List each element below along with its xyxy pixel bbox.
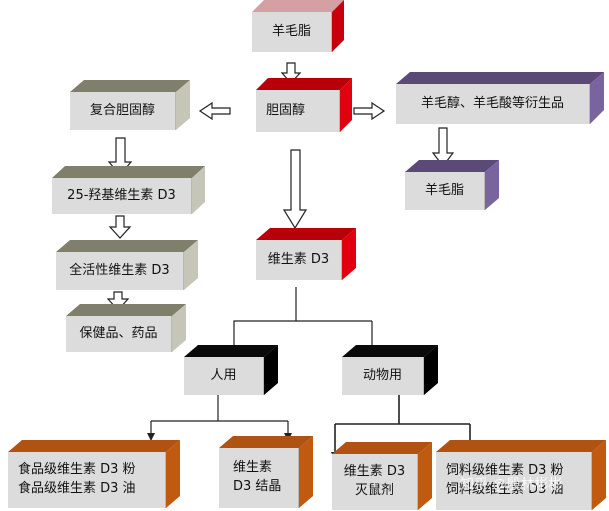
node-lanolin-bottom: 羊毛脂: [405, 160, 499, 210]
node-label-line1: 饲料级维生素 D3 粉: [446, 463, 564, 479]
node-vitamin-d3: 维生素 D3: [256, 228, 356, 280]
node-active-d3: 全活性维生素 D3: [56, 240, 198, 290]
node-feed-grade: 饲料级维生素 D3 粉 饲料级维生素 D3 油: [436, 440, 606, 510]
node-label: 全活性维生素 D3: [56, 252, 184, 290]
node-label: 人用: [184, 357, 264, 395]
arrow-hydroxy-to-active: [108, 215, 132, 239]
node-d3-crystal: 维生素 D3 结晶: [219, 436, 313, 508]
node-label-line2: 灭鼠剂: [354, 483, 394, 498]
node-food-grade: 食品级维生素 D3 粉 食品级维生素 D3 油: [8, 440, 180, 508]
node-label: 维生素 D3: [256, 240, 342, 280]
node-cholesterol: 胆固醇: [256, 78, 352, 132]
node-label: 保健品、药品: [66, 316, 172, 352]
node-label: 羊毛醇、羊毛酸等衍生品: [396, 84, 590, 124]
node-label-line1: 食品级维生素 D3 粉: [18, 462, 136, 478]
node-label: 动物用: [342, 357, 424, 395]
node-label-line2: D3 结晶: [233, 479, 282, 494]
node-animal-use: 动物用: [342, 345, 438, 395]
arrow-cholesterol-to-d3: [282, 149, 308, 230]
node-human-use: 人用: [184, 345, 278, 395]
node-label: 羊毛脂: [405, 172, 485, 210]
node-label-line2: 食品级维生素 D3 油: [18, 481, 136, 496]
node-lanolin-top: 羊毛脂: [252, 0, 344, 52]
node-label: 复合胆固醇: [70, 92, 176, 130]
node-label: 25-羟基维生素 D3: [52, 178, 192, 214]
node-lanolin-derivatives: 羊毛醇、羊毛酸等衍生品: [396, 72, 604, 124]
node-25-hydroxy-d3: 25-羟基维生素 D3: [52, 166, 205, 214]
node-label-line2: 饲料级维生素 D3 油: [446, 482, 564, 497]
node-d3-rodenticide: 维生素 D3 灭鼠剂: [332, 442, 432, 510]
node-health-products: 保健品、药品: [66, 304, 186, 352]
arrow-cholesterol-to-complex: [198, 101, 231, 121]
watermark: 知乎 @殷林彬彬: [460, 477, 563, 493]
node-label: 羊毛脂: [252, 12, 332, 52]
arrow-cholesterol-to-derivatives: [353, 101, 386, 121]
node-complex-cholesterol: 复合胆固醇: [70, 80, 190, 130]
arrow-derivatives-to-lanolin: [431, 127, 455, 167]
box-3d-shell: [252, 0, 344, 52]
node-label: 胆固醇: [256, 90, 340, 132]
connector-d3-branch: [233, 287, 297, 345]
node-label-line1: 维生素: [233, 460, 273, 476]
node-label-line1: 维生素 D3: [343, 464, 406, 480]
